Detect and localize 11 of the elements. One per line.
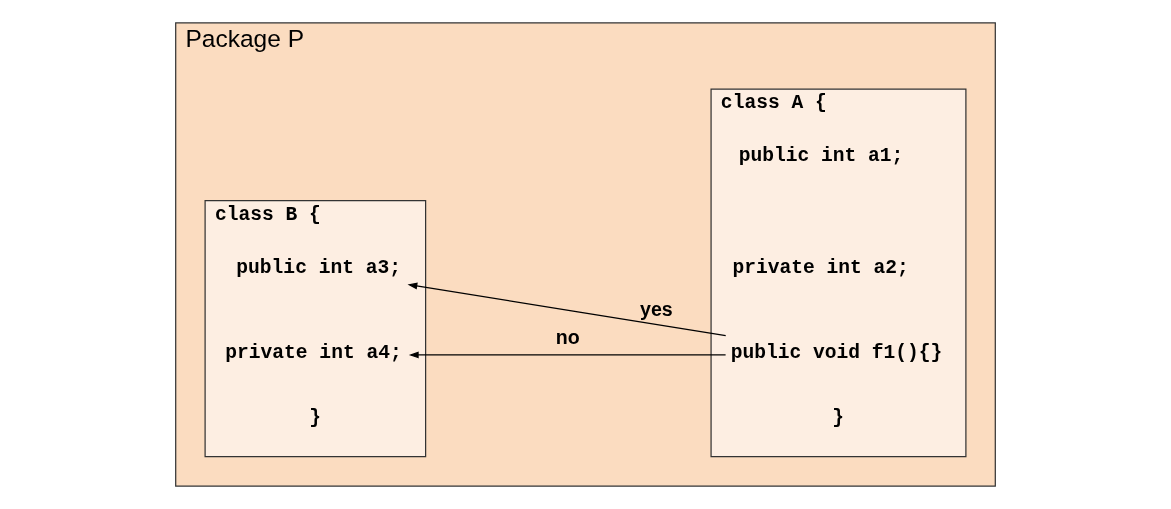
arrow [408, 351, 727, 359]
node-text: public void f1(){} [730, 342, 943, 365]
node-text: } [832, 407, 845, 430]
node-text: public int a1; [738, 145, 904, 168]
node-text: public int a3; [236, 256, 401, 279]
arrow [407, 282, 727, 337]
edge-label: no [555, 325, 580, 348]
node-text: } [309, 407, 321, 430]
edge-label: yes [640, 297, 673, 320]
node-text: private int a2; [732, 256, 909, 279]
node-text: private int a4; [225, 342, 402, 365]
